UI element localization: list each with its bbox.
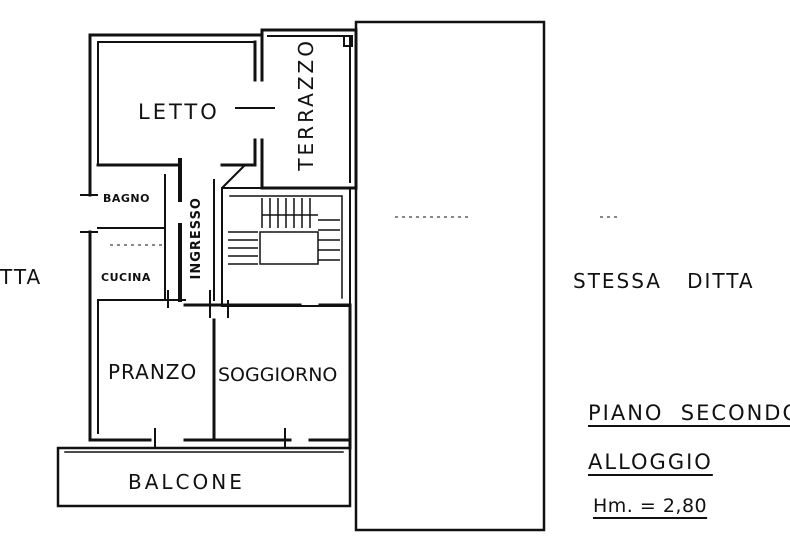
unit-title: ALLOGGIO	[588, 450, 713, 474]
stair-treads-left	[228, 231, 258, 265]
height-note: Hm. = 2,80	[593, 495, 708, 517]
room-label-ingresso: INGRESSO	[189, 197, 204, 280]
neighbor-left-label: TTA	[0, 265, 43, 289]
neighbor-block	[354, 20, 546, 532]
letto-wall	[96, 40, 257, 167]
room-label-letto: LETTO	[138, 100, 220, 124]
bagno-wall	[97, 174, 166, 301]
floor-title: PIANO SECONDO	[588, 401, 790, 425]
stair-treads-right	[318, 219, 340, 261]
stair-core-inner	[229, 195, 343, 299]
room-label-bagno: BAGNO	[103, 192, 150, 205]
room-label-balcone: BALCONE	[128, 470, 245, 494]
stair-well	[259, 231, 319, 265]
stair-treads-top	[261, 198, 318, 228]
window-bagno	[80, 194, 98, 233]
door-dash	[167, 290, 229, 318]
terrazzo-corner-post	[343, 35, 353, 47]
room-label-pranzo: PRANZO	[108, 360, 198, 384]
room-label-soggiorno: SOGGIORNO	[218, 364, 338, 386]
room-label-terrazzo: TERRAZZO	[294, 38, 318, 171]
room-label-cucina: CUCINA	[101, 271, 151, 284]
neighbor-right-label: STESSA DITTA	[573, 269, 755, 293]
outer-wall-inner	[97, 41, 256, 434]
balcone-slab	[56, 446, 352, 508]
letto-corner-triangle	[221, 164, 246, 189]
